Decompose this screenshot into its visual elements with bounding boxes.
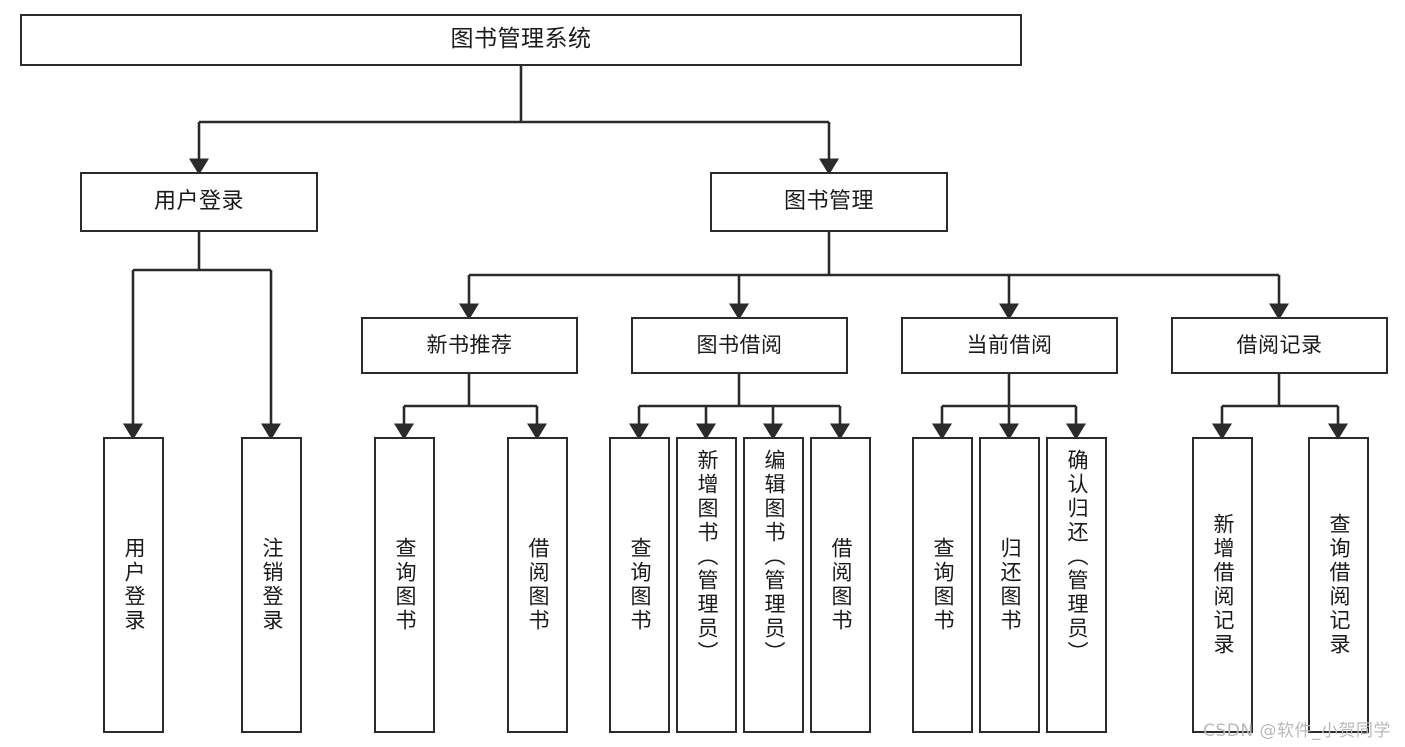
node-label: 图书管理系统 <box>450 26 592 53</box>
node-new-book-recommendation[interactable]: 新书推荐 <box>361 317 578 374</box>
node-label: 确认归还（管理员） <box>1065 449 1089 665</box>
node-label: 查询借阅记录 <box>1327 513 1351 657</box>
node-current-borrowing[interactable]: 当前借阅 <box>901 317 1118 374</box>
node-label: 图书借阅 <box>696 333 783 358</box>
leaf-current-borrow-return-book[interactable]: 归还图书 <box>979 437 1040 733</box>
node-label: 图书管理 <box>783 189 874 215</box>
node-label: 当前借阅 <box>966 333 1053 358</box>
leaf-borrow-record-add-record[interactable]: 新增借阅记录 <box>1192 437 1253 733</box>
node-label: 借阅图书 <box>526 537 550 633</box>
node-label: 用户登录 <box>153 189 244 215</box>
leaf-user-login-signout[interactable]: 注销登录 <box>241 437 302 733</box>
node-label: 查询图书 <box>628 537 652 633</box>
node-book-management[interactable]: 图书管理 <box>710 172 948 232</box>
node-borrow-records[interactable]: 借阅记录 <box>1171 317 1388 374</box>
leaf-book-borrow-edit-book-admin[interactable]: 编辑图书（管理员） <box>743 437 804 733</box>
leaf-new-book-query-book[interactable]: 查询图书 <box>374 437 435 733</box>
node-label: 借阅记录 <box>1236 333 1323 358</box>
node-book-borrowing[interactable]: 图书借阅 <box>631 317 848 374</box>
leaf-current-borrow-query-book[interactable]: 查询图书 <box>912 437 973 733</box>
leaf-book-borrow-query-book[interactable]: 查询图书 <box>609 437 670 733</box>
node-label: 新书推荐 <box>426 333 513 358</box>
leaf-current-borrow-confirm-return-admin[interactable]: 确认归还（管理员） <box>1046 437 1107 733</box>
node-label: 编辑图书（管理员） <box>762 449 786 665</box>
node-label: 查询图书 <box>931 537 955 633</box>
node-root-book-management-system[interactable]: 图书管理系统 <box>20 14 1022 66</box>
leaf-book-borrow-borrow-book[interactable]: 借阅图书 <box>810 437 871 733</box>
node-label: 归还图书 <box>998 537 1022 633</box>
node-label: 注销登录 <box>260 537 284 633</box>
node-label: 新增借阅记录 <box>1211 513 1235 657</box>
leaf-borrow-record-query-record[interactable]: 查询借阅记录 <box>1308 437 1369 733</box>
node-label: 用户登录 <box>122 537 146 633</box>
node-user-login[interactable]: 用户登录 <box>80 172 318 232</box>
node-label: 查询图书 <box>393 537 417 633</box>
leaf-user-login-signin[interactable]: 用户登录 <box>103 437 164 733</box>
node-label: 借阅图书 <box>829 537 853 633</box>
watermark: CSDN @软件_小贺同学 <box>1203 721 1391 741</box>
leaf-book-borrow-add-book-admin[interactable]: 新增图书（管理员） <box>676 437 737 733</box>
leaf-new-book-borrow-book[interactable]: 借阅图书 <box>507 437 568 733</box>
node-label: 新增图书（管理员） <box>695 449 719 665</box>
